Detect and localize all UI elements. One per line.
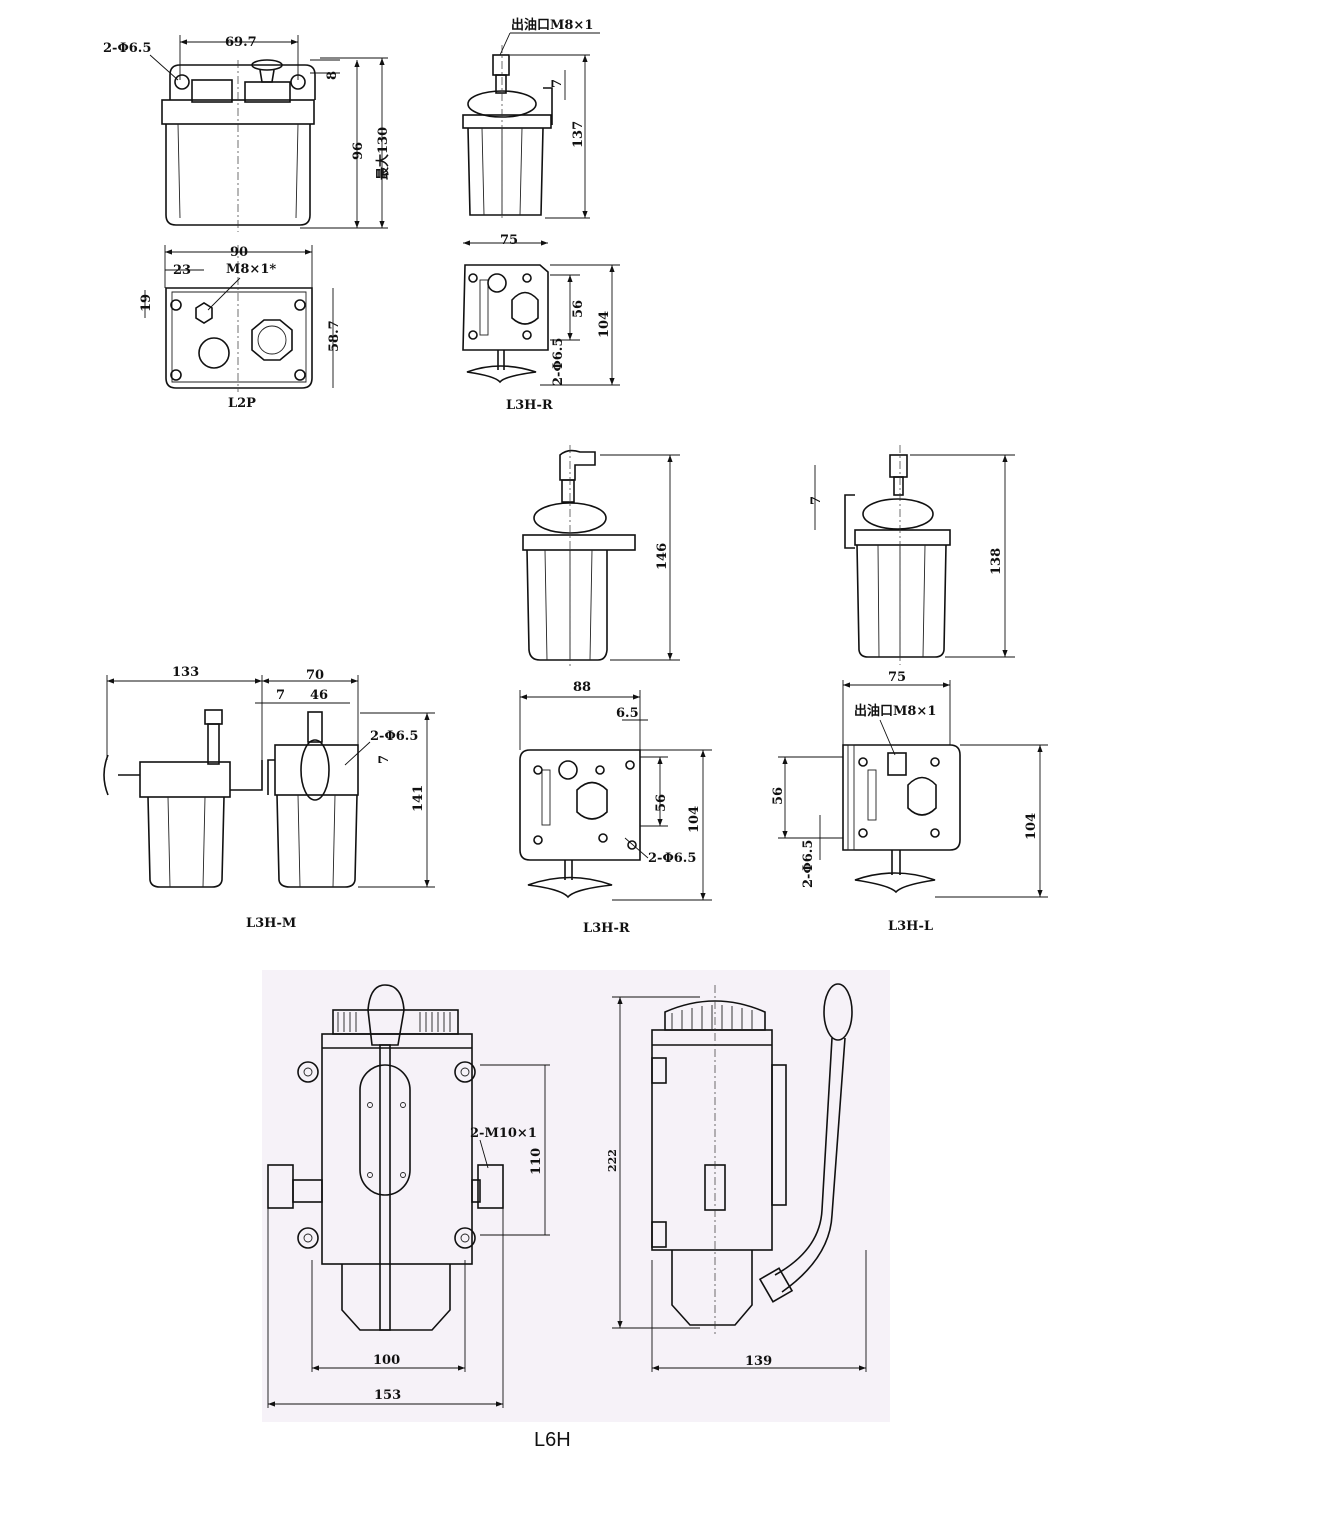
dim-69-7: 69.7 xyxy=(225,35,257,50)
label-outlet: 出油口M8×1 xyxy=(511,17,593,33)
dim-96: 96 xyxy=(351,142,366,160)
dim-holes: 2-Φ6.5 xyxy=(551,338,566,386)
l2p-bottom-view: 90 23 M8×1* 19 58.7 L2P xyxy=(139,245,342,411)
dim-holes: 2-Φ6.5 xyxy=(648,851,696,866)
dim-104: 104 xyxy=(597,311,612,338)
dim-138: 138 xyxy=(989,548,1004,575)
dim-110: 110 xyxy=(529,1148,544,1175)
l3h-r-plate-view-2: 88 6.5 56 104 2-Φ6.5 L3H-R xyxy=(519,680,712,936)
label-l3h-r-2: L3H-R xyxy=(583,921,630,936)
label-l3h-m: L3H-M xyxy=(246,916,296,931)
l3h-r-side-view: 出油口M8×1 137 7 xyxy=(462,17,600,220)
label-l3h-l: L3H-L xyxy=(888,919,933,934)
l3h-l-plate-view: 75 出油口M8×1 56 104 2-Φ6.5 L3H-L xyxy=(771,670,1048,934)
dim-56: 56 xyxy=(654,794,669,812)
dim-max-130: 最大130 xyxy=(375,127,391,180)
dim-ports: 2-M10×1 xyxy=(470,1126,537,1141)
l6h-front-view: 110 2-M10×1 100 153 xyxy=(267,984,550,1408)
dim-56: 56 xyxy=(771,787,786,805)
dim-75: 75 xyxy=(888,670,906,685)
label-outlet: 出油口M8×1 xyxy=(854,703,936,719)
dim-holes: 2-Φ6.5 xyxy=(370,729,418,744)
label-l3h-r: L3H-R xyxy=(506,398,553,413)
dim-153: 153 xyxy=(374,1388,401,1403)
dim-146: 146 xyxy=(655,543,670,570)
l3h-m-views: 133 70 7 46 2-Φ6.5 7 141 L3H-M xyxy=(103,665,435,931)
dim-70: 70 xyxy=(306,668,324,683)
l6h-side-view: 222 139 xyxy=(606,983,867,1372)
dim-56: 56 xyxy=(571,300,586,318)
dim-75: 75 xyxy=(500,233,518,248)
dim-7: 7 xyxy=(276,688,285,703)
dim-139: 139 xyxy=(745,1354,772,1369)
dim-133: 133 xyxy=(172,665,199,680)
dim-46: 46 xyxy=(310,688,328,703)
dim-104: 104 xyxy=(687,806,702,833)
l3h-r-side-view-2: 146 xyxy=(522,445,680,668)
dim-141: 141 xyxy=(411,785,426,812)
dim-m8-port: M8×1* xyxy=(226,262,276,277)
dim-222: 222 xyxy=(606,1149,619,1172)
label-l6h: L6H xyxy=(534,1429,571,1451)
dim-8: 8 xyxy=(325,71,340,80)
l6h-panel-background xyxy=(262,970,890,1422)
dim-90: 90 xyxy=(230,245,248,260)
dim-137: 137 xyxy=(571,121,586,148)
dim-88: 88 xyxy=(573,680,591,695)
dim-19: 19 xyxy=(139,294,154,312)
dim-holes: 2-Φ6.5 xyxy=(801,840,816,888)
l3h-r-plate-view: 75 56 104 2-Φ6.5 L3H-R xyxy=(462,233,620,413)
label-l2p: L2P xyxy=(228,396,256,411)
dim-7b: 7 xyxy=(377,755,392,764)
dim-58-7: 58.7 xyxy=(327,320,342,352)
l3h-l-side-view: 7 138 xyxy=(809,445,1015,665)
l2p-front-view: 69.7 2-Φ6.5 8 96 最大130 xyxy=(103,35,391,232)
dim-7: 7 xyxy=(809,496,824,505)
dim-100: 100 xyxy=(373,1353,400,1368)
dim-23: 23 xyxy=(173,263,191,278)
dim-holes: 2-Φ6.5 xyxy=(103,41,151,56)
dim-6-5: 6.5 xyxy=(616,706,639,721)
dim-7: 7 xyxy=(550,79,565,88)
dim-104: 104 xyxy=(1024,813,1039,840)
